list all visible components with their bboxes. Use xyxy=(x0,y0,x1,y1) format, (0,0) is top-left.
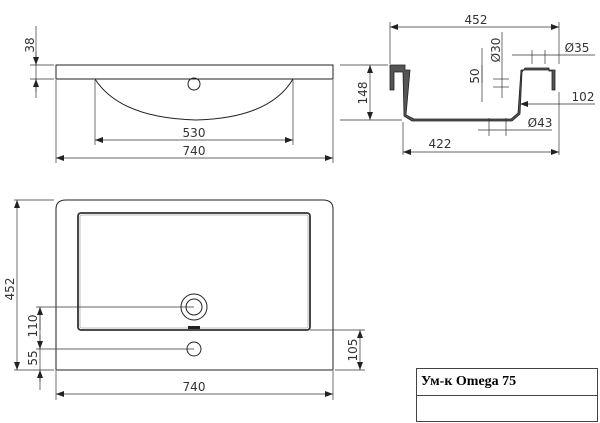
dim-bowl-width: 530 xyxy=(183,126,206,140)
section-outline xyxy=(389,64,556,122)
dim-tap-offset: 102 xyxy=(572,90,595,104)
front-view: 38 530 740 xyxy=(23,26,334,163)
top-view: 452 110 55 105 740 xyxy=(3,199,365,400)
dim-overall-width: 740 xyxy=(183,144,206,158)
bowl-profile xyxy=(94,78,294,121)
dim-tap-hole-dia: Ø35 xyxy=(565,41,590,55)
countertop-outline xyxy=(55,199,334,371)
tap-hole xyxy=(187,77,201,91)
dim-height: 148 xyxy=(356,82,370,105)
dim-bowl-depth: 422 xyxy=(429,137,452,151)
side-section-view: 452 148 Ø30 50 Ø35 102 Ø43 422 xyxy=(340,13,595,155)
dim-overflow-height: 50 xyxy=(468,68,482,83)
overflow-slot xyxy=(188,326,200,329)
dim-bowl-edge: 105 xyxy=(346,339,360,362)
title-block: Ум-к Omega 75 xyxy=(416,368,598,422)
product-name: Ум-к Omega 75 xyxy=(417,369,597,396)
dim-drain-dia: Ø43 xyxy=(528,116,553,130)
bowl-outline xyxy=(77,212,311,331)
dim-top-depth: 452 xyxy=(3,278,17,301)
dim-overflow-dia: Ø30 xyxy=(489,38,503,63)
dim-drain-offset: 110 xyxy=(26,315,40,338)
dim-section-depth: 452 xyxy=(465,13,488,27)
dim-thickness: 38 xyxy=(23,37,37,52)
countertop-slab xyxy=(55,64,334,80)
dim-tap-offset-top: 55 xyxy=(26,350,40,365)
dim-top-width: 740 xyxy=(183,380,206,394)
